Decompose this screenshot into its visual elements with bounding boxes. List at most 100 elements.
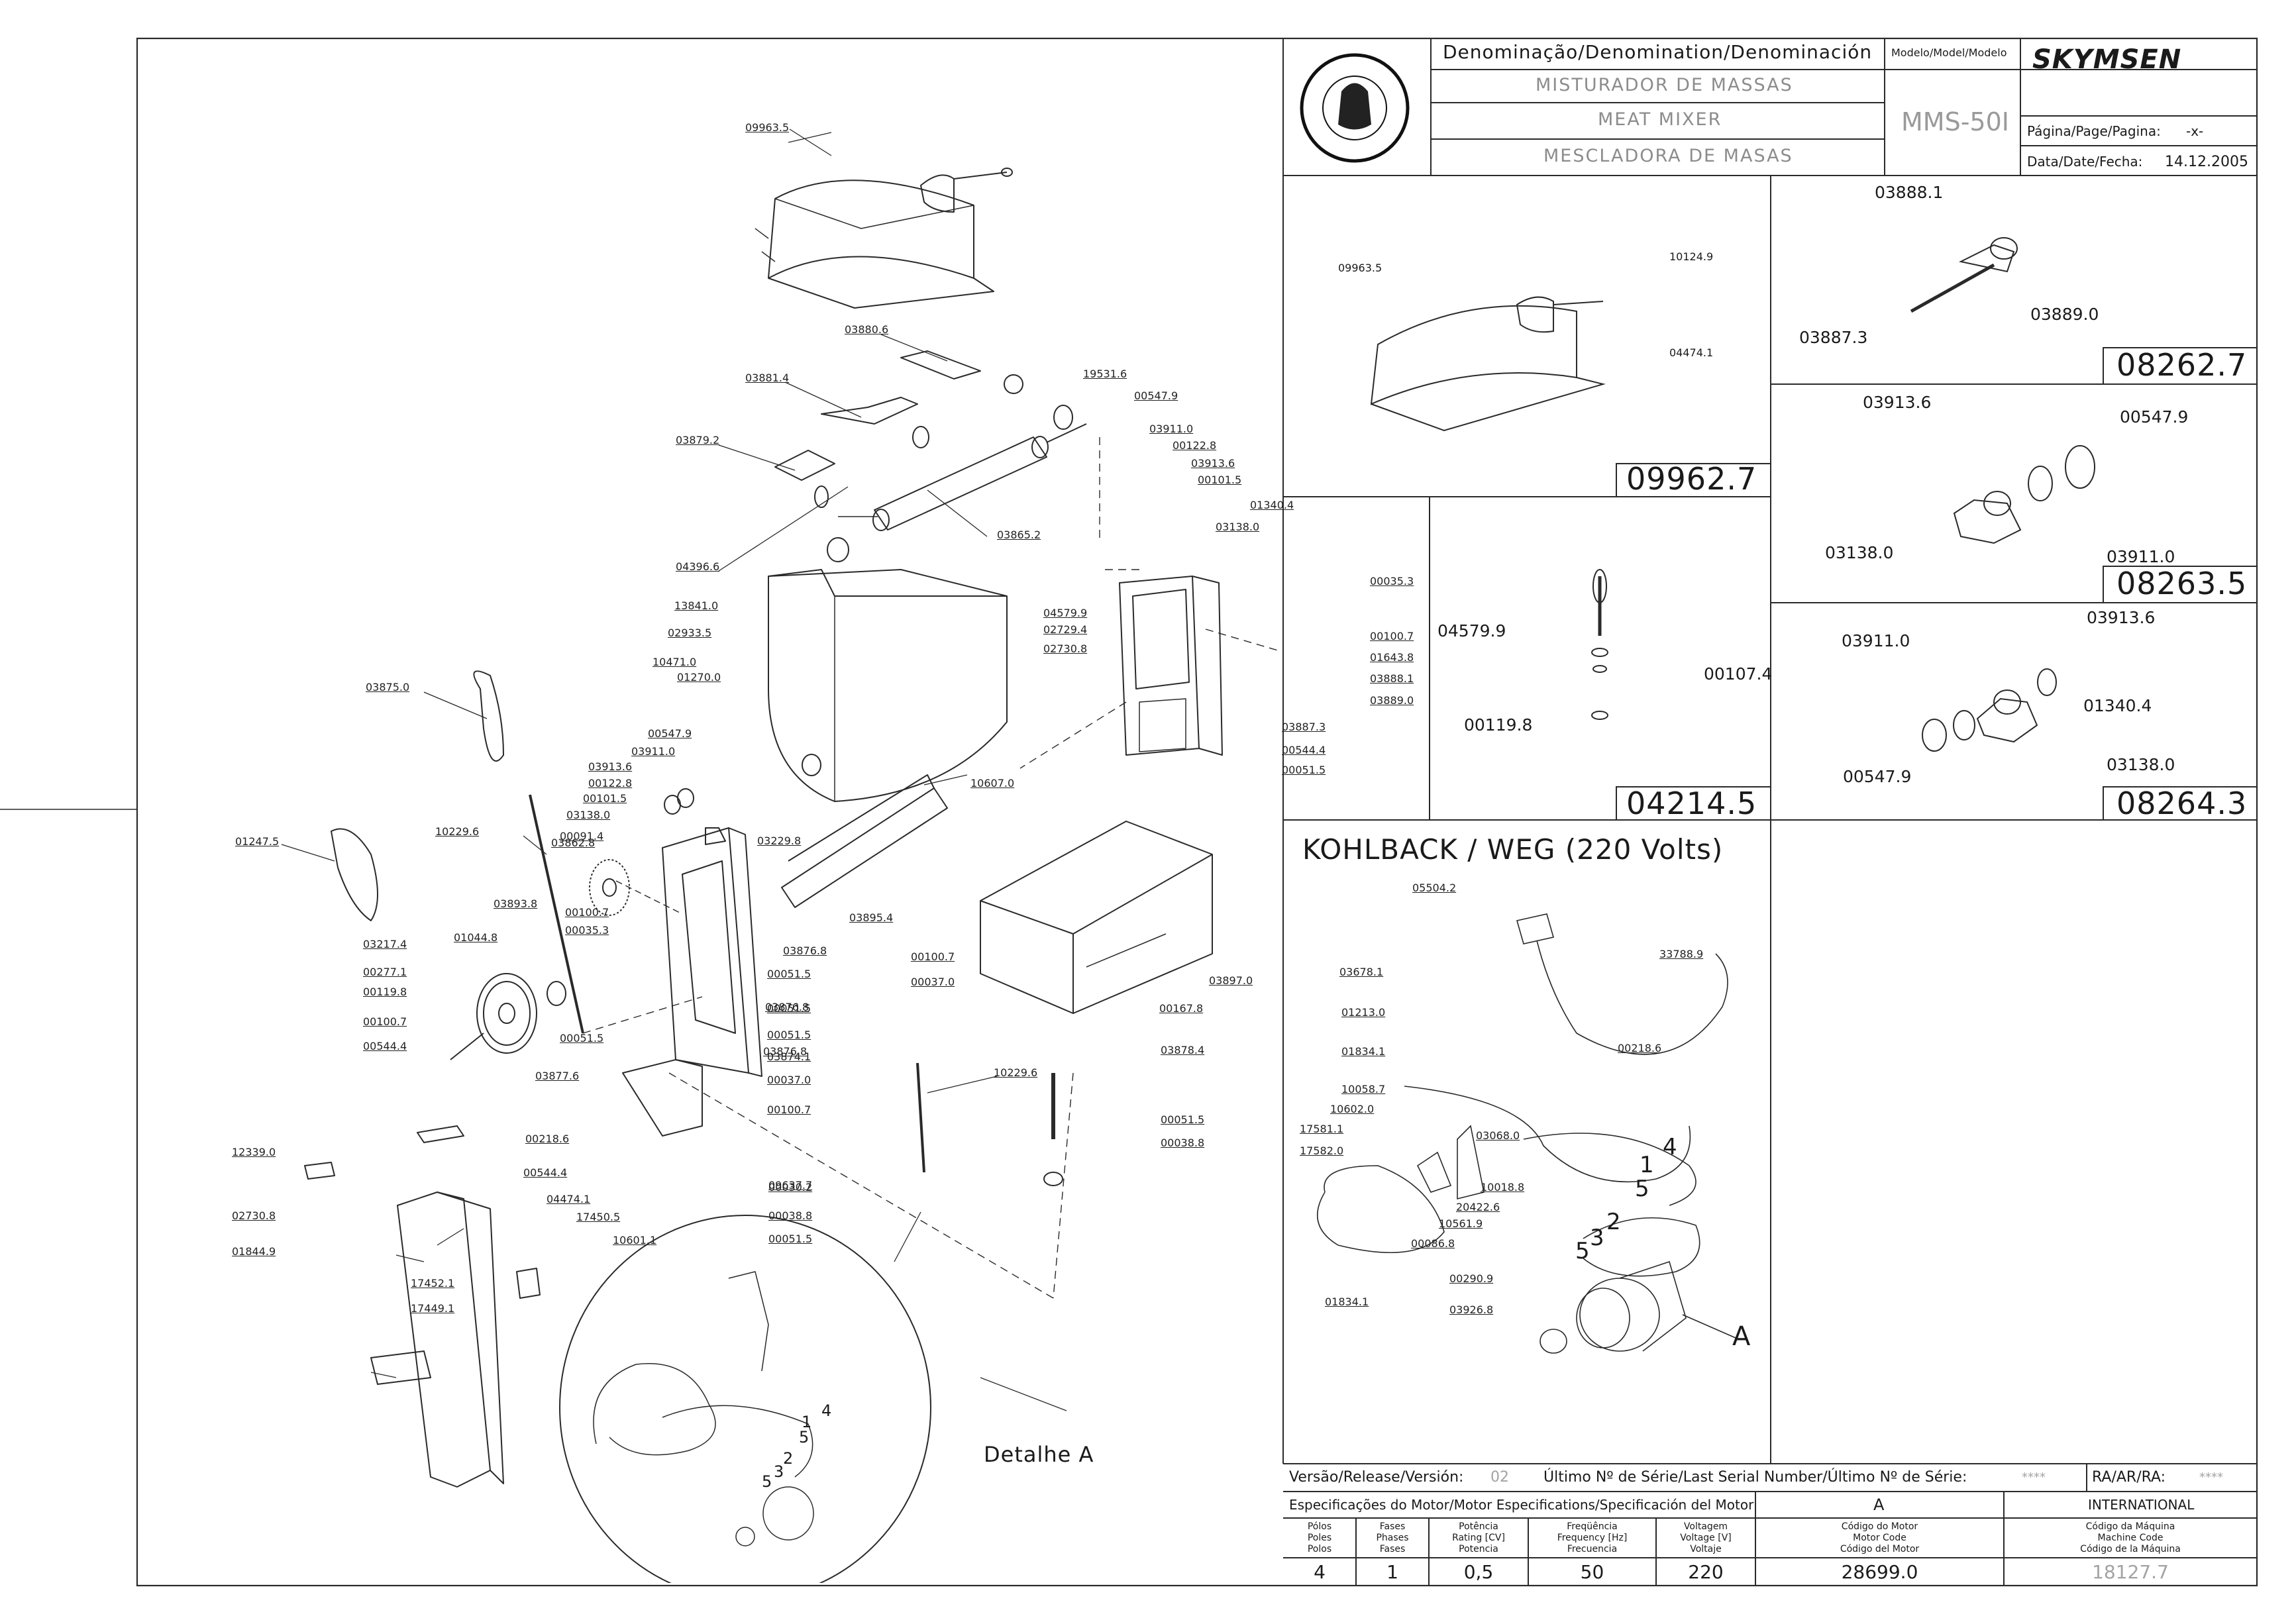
wire-number: 4 [1663, 1134, 1677, 1160]
spec-header-line: Potencia [1459, 1544, 1498, 1554]
product-name-es: MESCLADORA DE MASAS [1543, 146, 1793, 166]
part-label: 00547.9 [1843, 767, 1912, 786]
part-label: 03879.2 [676, 434, 720, 446]
part-label: 02730.8 [1043, 642, 1088, 655]
part-label: 03913.6 [1863, 393, 1932, 412]
motor-column-a: A [1873, 1496, 1885, 1514]
part-label: 00122.8 [1173, 439, 1217, 452]
part-label: 00051.5 [768, 1233, 813, 1245]
part-label: 12339.0 [232, 1146, 276, 1158]
detail-a-wiring [593, 1271, 814, 1547]
part-label: 00119.8 [1464, 715, 1533, 735]
wire-number: 2 [1606, 1209, 1621, 1235]
motor-base [622, 1059, 703, 1137]
part-label: 03889.0 [2030, 305, 2099, 324]
part-label: 00107.4 [1704, 664, 1773, 684]
part-label: 00051.5 [767, 1002, 811, 1015]
detail-wire-number: 3 [774, 1462, 784, 1481]
product-name-pt: MISTURADOR DE MASSAS [1536, 75, 1793, 95]
spec-header-line: Código da Máquina [2085, 1521, 2175, 1532]
spec-column-value: 28699.0 [1841, 1561, 1918, 1583]
part-label: 10601.1 [613, 1234, 657, 1246]
part-label: 09637.7 [768, 1179, 813, 1192]
authorized-service-seal [1288, 45, 1421, 171]
part-label: 03138.0 [2107, 755, 2175, 774]
part-label: 13841.0 [674, 599, 719, 612]
part-label: 00122.8 [588, 777, 633, 789]
label-plate [417, 1125, 464, 1143]
part-label: 03895.4 [849, 911, 894, 924]
ra-value: **** [2199, 1470, 2223, 1484]
part-label: 03217.4 [363, 938, 407, 950]
spec-header-line: Fases [1379, 1544, 1406, 1554]
model-header: Modelo/Model/Modelo [1891, 46, 2007, 59]
mixer-shaft [872, 405, 1087, 531]
tensioner-sub-drawing [1910, 237, 2018, 313]
part-label: 03874.1 [767, 1050, 811, 1063]
part-label: 00035.3 [1370, 575, 1414, 587]
bearing-ring [827, 537, 849, 562]
motor-callout: A [1732, 1321, 1751, 1352]
part-label: 03138.0 [566, 809, 611, 821]
assembly-code: 08262.7 [2116, 347, 2248, 383]
part-label: 03913.6 [588, 760, 633, 773]
part-label: 09963.5 [1338, 262, 1383, 274]
part-label: 03897.0 [1209, 974, 1253, 987]
part-label: 03865.2 [997, 529, 1041, 541]
part-label: 00167.8 [1159, 1002, 1204, 1015]
part-label: 03887.3 [1799, 328, 1868, 347]
part-label: 00051.5 [767, 968, 811, 980]
brand-logo: SKYMSEN [2032, 44, 2182, 75]
part-label: 03881.4 [745, 372, 790, 384]
spec-header-line: Polos [1307, 1544, 1332, 1554]
motor-part-label: 17582.0 [1300, 1144, 1344, 1157]
right-side-frame [1119, 576, 1223, 756]
part-label: 03138.0 [1216, 521, 1260, 533]
version-label: Versão/Release/Versión: [1289, 1469, 1464, 1486]
part-label: 03138.0 [1825, 543, 1894, 562]
part-label: 02729.4 [1043, 623, 1088, 636]
part-label: 01340.4 [2083, 696, 2152, 715]
electrical-cabinet [980, 821, 1213, 1014]
wire-number: 5 [1575, 1238, 1590, 1264]
motor-spec-label: Especificações do Motor/Motor Especifica… [1289, 1497, 1754, 1513]
spec-header-line: Frecuencia [1567, 1544, 1618, 1554]
part-label: 03911.0 [2107, 547, 2175, 566]
motor-wiring-drawing [1316, 913, 1736, 1354]
page-label: Página/Page/Pagina: [2027, 123, 2161, 139]
part-label: 00547.9 [1134, 389, 1178, 402]
part-label: 03913.6 [1191, 457, 1235, 470]
part-label: 00101.5 [1198, 474, 1242, 486]
part-label: 01643.8 [1370, 651, 1414, 664]
motor-part-label: 10058.7 [1341, 1083, 1386, 1095]
motor-part-label: 03926.8 [1449, 1303, 1494, 1316]
part-label: 00038.8 [1161, 1137, 1205, 1149]
motor-part-label: 10602.0 [1330, 1103, 1375, 1115]
part-label: 00547.9 [2120, 407, 2189, 427]
assembly-code: 08263.5 [2116, 566, 2248, 601]
part-label: 00051.5 [1282, 764, 1326, 776]
part-label: 03880.6 [845, 323, 889, 336]
part-label: 03229.8 [757, 835, 802, 847]
detail-wire-number: 5 [799, 1428, 809, 1446]
assembly-code: 09962.7 [1626, 461, 1757, 497]
spec-column-value: 0,5 [1463, 1561, 1494, 1583]
part-label: 00038.8 [768, 1209, 813, 1222]
spec-header-line: Poles [1307, 1533, 1332, 1543]
motor-part-label: 10018.8 [1481, 1181, 1525, 1193]
spec-column-value: 1 [1386, 1561, 1398, 1583]
part-label: 04579.9 [1437, 621, 1506, 640]
part-label: 00030.2 [768, 1181, 813, 1193]
part-label: 10229.6 [994, 1066, 1038, 1079]
part-label: 03877.6 [535, 1070, 580, 1082]
part-label: 00100.7 [1370, 630, 1414, 642]
motor-part-label: 00290.9 [1449, 1272, 1494, 1285]
part-label: 02933.5 [668, 627, 712, 639]
part-label: 00037.0 [911, 976, 955, 988]
bearing-block-sub-drawing-2 [1922, 668, 2057, 752]
detail-a-circle [559, 1215, 931, 1583]
